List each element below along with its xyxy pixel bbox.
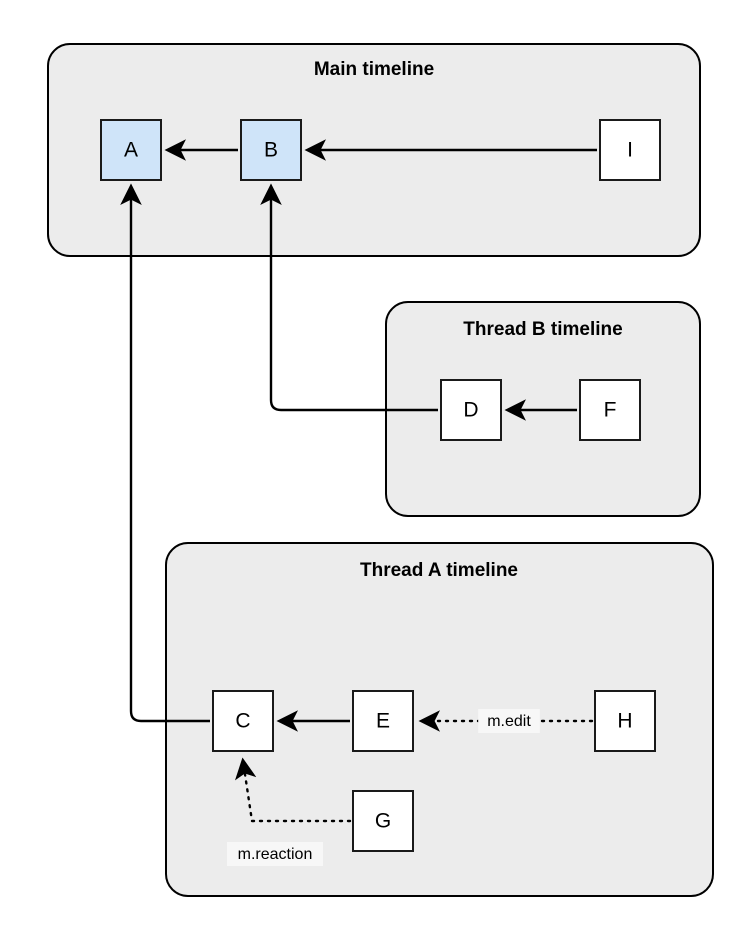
group-title-main: Main timeline — [314, 59, 434, 80]
node-label-I: I — [627, 139, 633, 162]
node-box-A[interactable] — [100, 119, 162, 181]
node-label-E: E — [376, 710, 390, 733]
edge-label-bg-H-to-E — [478, 709, 540, 733]
node-label-A: A — [124, 139, 138, 162]
node-box-D[interactable] — [440, 379, 502, 441]
node-label-C: C — [235, 710, 250, 733]
node-box-B[interactable] — [240, 119, 302, 181]
message-edges — [120, 139, 597, 823]
node-box-H[interactable] — [594, 690, 656, 752]
node-box-E[interactable] — [352, 690, 414, 752]
edge-C-to-A — [120, 183, 210, 723]
group-title-thread-a: Thread A timeline — [360, 560, 518, 581]
node-box-F[interactable] — [579, 379, 641, 441]
edge-label-bg-G-to-C — [227, 842, 323, 866]
event-node-H[interactable]: H — [594, 690, 656, 752]
node-box-C[interactable] — [212, 690, 274, 752]
event-node-F[interactable]: F — [579, 379, 641, 441]
edge-D-to-B — [260, 183, 438, 412]
node-label-D: D — [463, 399, 478, 422]
node-label-B: B — [264, 139, 278, 162]
event-node-I[interactable]: I — [599, 119, 661, 181]
node-box-I[interactable] — [599, 119, 661, 181]
event-node-A[interactable]: A — [100, 119, 162, 181]
node-label-F: F — [604, 399, 617, 422]
node-box-G[interactable] — [352, 790, 414, 852]
event-node-B[interactable]: B — [240, 119, 302, 181]
event-node-D[interactable]: D — [440, 379, 502, 441]
event-node-C[interactable]: C — [212, 690, 274, 752]
edge-labels: m.edit m.reaction — [227, 709, 540, 866]
event-nodes: A B I D F C E G H — [100, 119, 661, 852]
group-title-thread-b: Thread B timeline — [463, 319, 622, 340]
event-node-E[interactable]: E — [352, 690, 414, 752]
edge-label-G-to-C: m.reaction — [238, 846, 313, 863]
event-node-G[interactable]: G — [352, 790, 414, 852]
node-label-G: G — [375, 810, 391, 833]
edge-G-to-C — [234, 757, 352, 823]
edge-label-H-to-E: m.edit — [487, 713, 531, 730]
node-label-H: H — [617, 710, 632, 733]
